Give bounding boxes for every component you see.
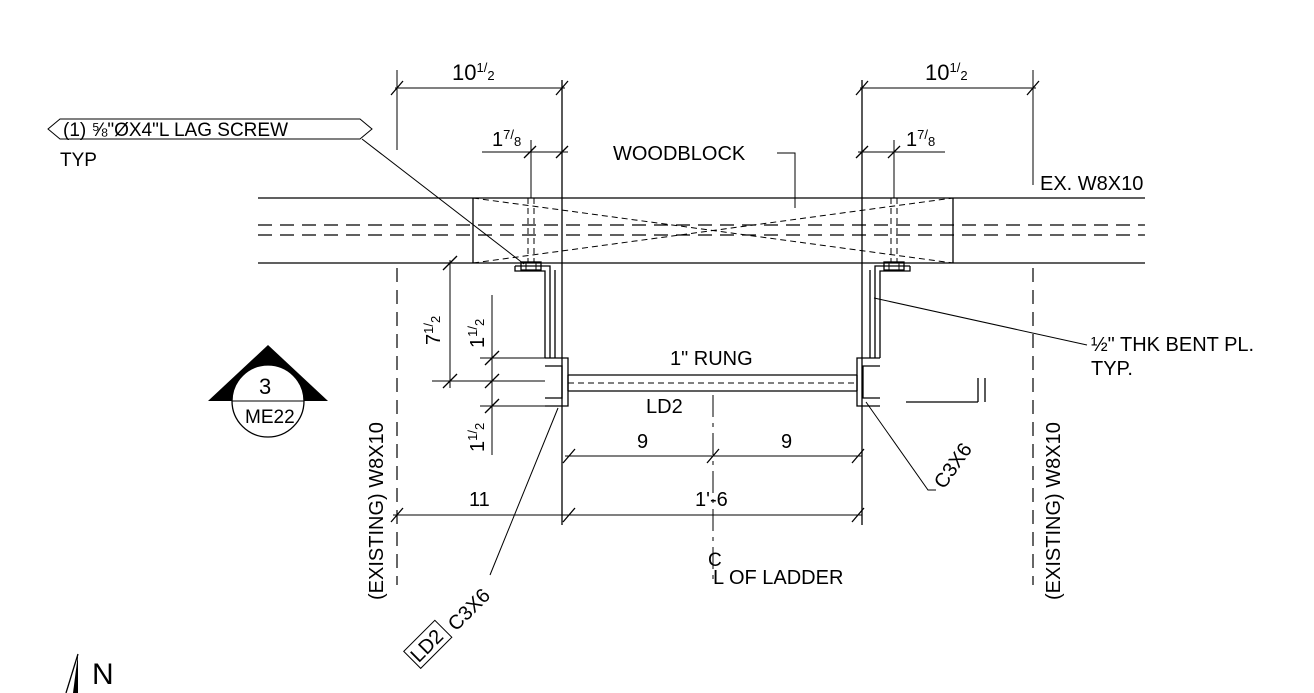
dim-right-small: 17/8: [855, 127, 945, 198]
svg-text:17/8: 17/8: [906, 127, 935, 151]
svg-text:17/8: 17/8: [492, 127, 521, 151]
svg-text:½" THK BENT PL.: ½" THK BENT PL.: [1091, 334, 1254, 356]
left-channel-c3x6: [545, 357, 569, 407]
svg-text:(1) ⅝"ØX4"L LAG SCREW: (1) ⅝"ØX4"L LAG SCREW: [63, 120, 288, 141]
svg-text:11/2: 11/2: [465, 423, 489, 452]
dim-vertical: 71/2 11/2 11/2: [421, 255, 545, 455]
svg-text:11/2: 11/2: [465, 319, 489, 348]
existing-right-label: (EXISTING) W8X10: [1043, 422, 1065, 600]
dim-half-widths: 9 9: [562, 431, 865, 464]
svg-text:71/2: 71/2: [421, 316, 445, 345]
svg-text:9: 9: [781, 431, 792, 453]
svg-text:9: 9: [637, 431, 648, 453]
svg-text:TYP: TYP: [60, 150, 97, 171]
svg-text:11: 11: [469, 489, 490, 511]
svg-text:ME22: ME22: [245, 407, 295, 428]
svg-text:TYP.: TYP.: [1091, 358, 1133, 380]
lag-screw-callout: (1) ⅝"ØX4"L LAG SCREW TYP: [47, 118, 525, 265]
section-marker: 3 ME22: [208, 345, 328, 438]
svg-text:WOODBLOCK: WOODBLOCK: [613, 143, 746, 165]
centerline-label: C L OF LADDER: [708, 550, 843, 589]
left-channel-label: C3X6: [444, 407, 559, 636]
dim-overall: 11 1'-6: [390, 489, 865, 523]
svg-text:1'-6: 1'-6: [695, 489, 728, 511]
svg-text:N: N: [92, 658, 114, 691]
dim-right-top: 101/2: [855, 60, 1040, 185]
svg-text:101/2: 101/2: [452, 60, 495, 85]
ld2-tag-box: LD2: [403, 619, 453, 670]
woodblock-label: WOODBLOCK: [613, 143, 796, 208]
dim-left-top: 101/2: [390, 60, 569, 150]
north-arrow: N: [65, 653, 114, 693]
bent-plate-label: ½" THK BENT PL. TYP.: [873, 297, 1254, 380]
existing-beam-w8x10: [258, 197, 1145, 264]
svg-text:L OF LADDER: L OF LADDER: [713, 567, 843, 589]
svg-text:C3X6: C3X6: [930, 439, 977, 493]
svg-text:3: 3: [259, 374, 271, 399]
woodblock: [472, 197, 954, 264]
rung: [567, 374, 858, 392]
right-bent-plate: [861, 80, 911, 525]
ex-beam-label: EX. W8X10: [1040, 173, 1143, 195]
ladder-mark-label: LD2: [646, 396, 683, 418]
right-channel-label: C3X6: [865, 401, 977, 493]
svg-text:C3X6: C3X6: [444, 585, 495, 636]
rung-label: 1" RUNG: [670, 348, 753, 370]
dim-left-small: 17/8: [482, 127, 569, 198]
right-channel-c3x6: [856, 357, 880, 407]
svg-text:C: C: [708, 550, 722, 571]
existing-left-label: (EXISTING) W8X10: [366, 422, 388, 600]
left-bent-plate: [514, 80, 563, 525]
break-symbol: [906, 378, 986, 403]
svg-text:101/2: 101/2: [925, 60, 968, 85]
